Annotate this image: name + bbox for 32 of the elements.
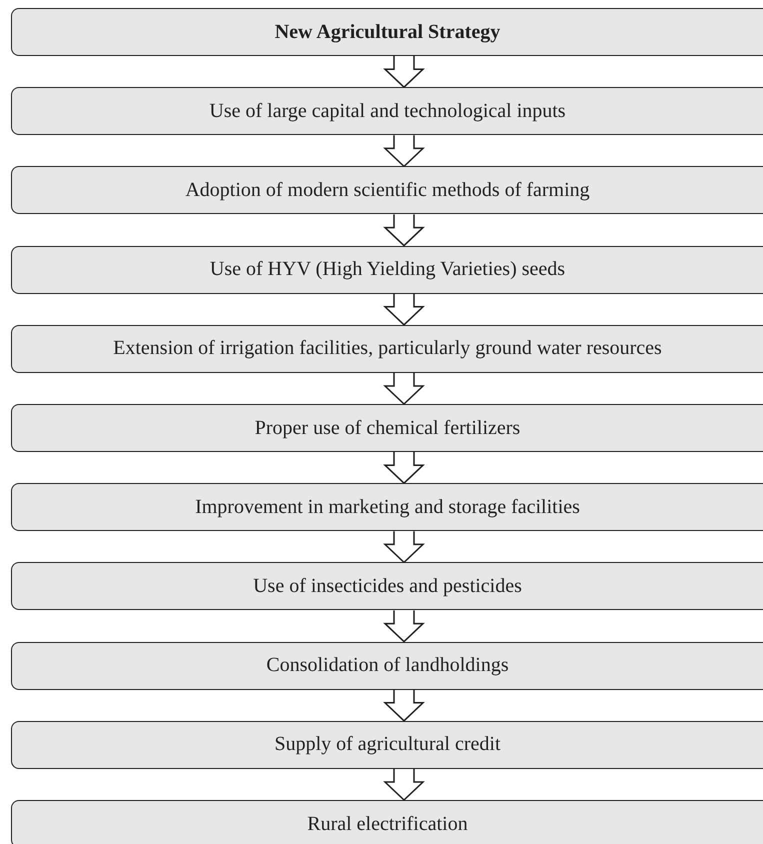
step-text: Extension of irrigation facilities, particularly ground water resources [113,337,662,360]
heading-text: New Agricultural Strategy [274,20,500,44]
process-box [11,246,763,294]
block-arrow [383,530,425,564]
process-box [11,404,763,452]
process-box [11,800,763,844]
block-arrow [383,214,425,247]
process-box [11,483,763,532]
step-text: Consolidation of landholdings [266,654,509,678]
block-arrow [383,372,425,406]
step-text: Use of insecticides and pesticides [253,574,522,598]
block-arrow [383,768,425,802]
process-box [11,720,763,769]
step-text: Use of HYV (High Yielding Varieties) seeds [210,258,566,282]
process-box [11,8,763,56]
process-box [11,166,763,214]
block-arrow [383,55,425,88]
block-arrow [383,451,425,484]
process-box [11,642,763,690]
step-text: Proper use of chemical fertilizers [254,416,520,440]
process-box [11,87,763,136]
step-text: Adoption of modern scientific methods of farming [185,178,590,202]
step-text: Use of large capital and technological inputs [209,100,566,123]
step-text: Rural electrification [307,812,468,836]
block-arrow [383,610,425,643]
block-arrow [383,688,425,722]
step-text: Improvement in marketing and storage facilities [195,496,580,519]
block-arrow [383,134,425,168]
process-box [11,562,763,610]
process-box [11,324,763,373]
step-text: Supply of agricultural credit [274,733,501,756]
block-arrow [383,292,425,326]
